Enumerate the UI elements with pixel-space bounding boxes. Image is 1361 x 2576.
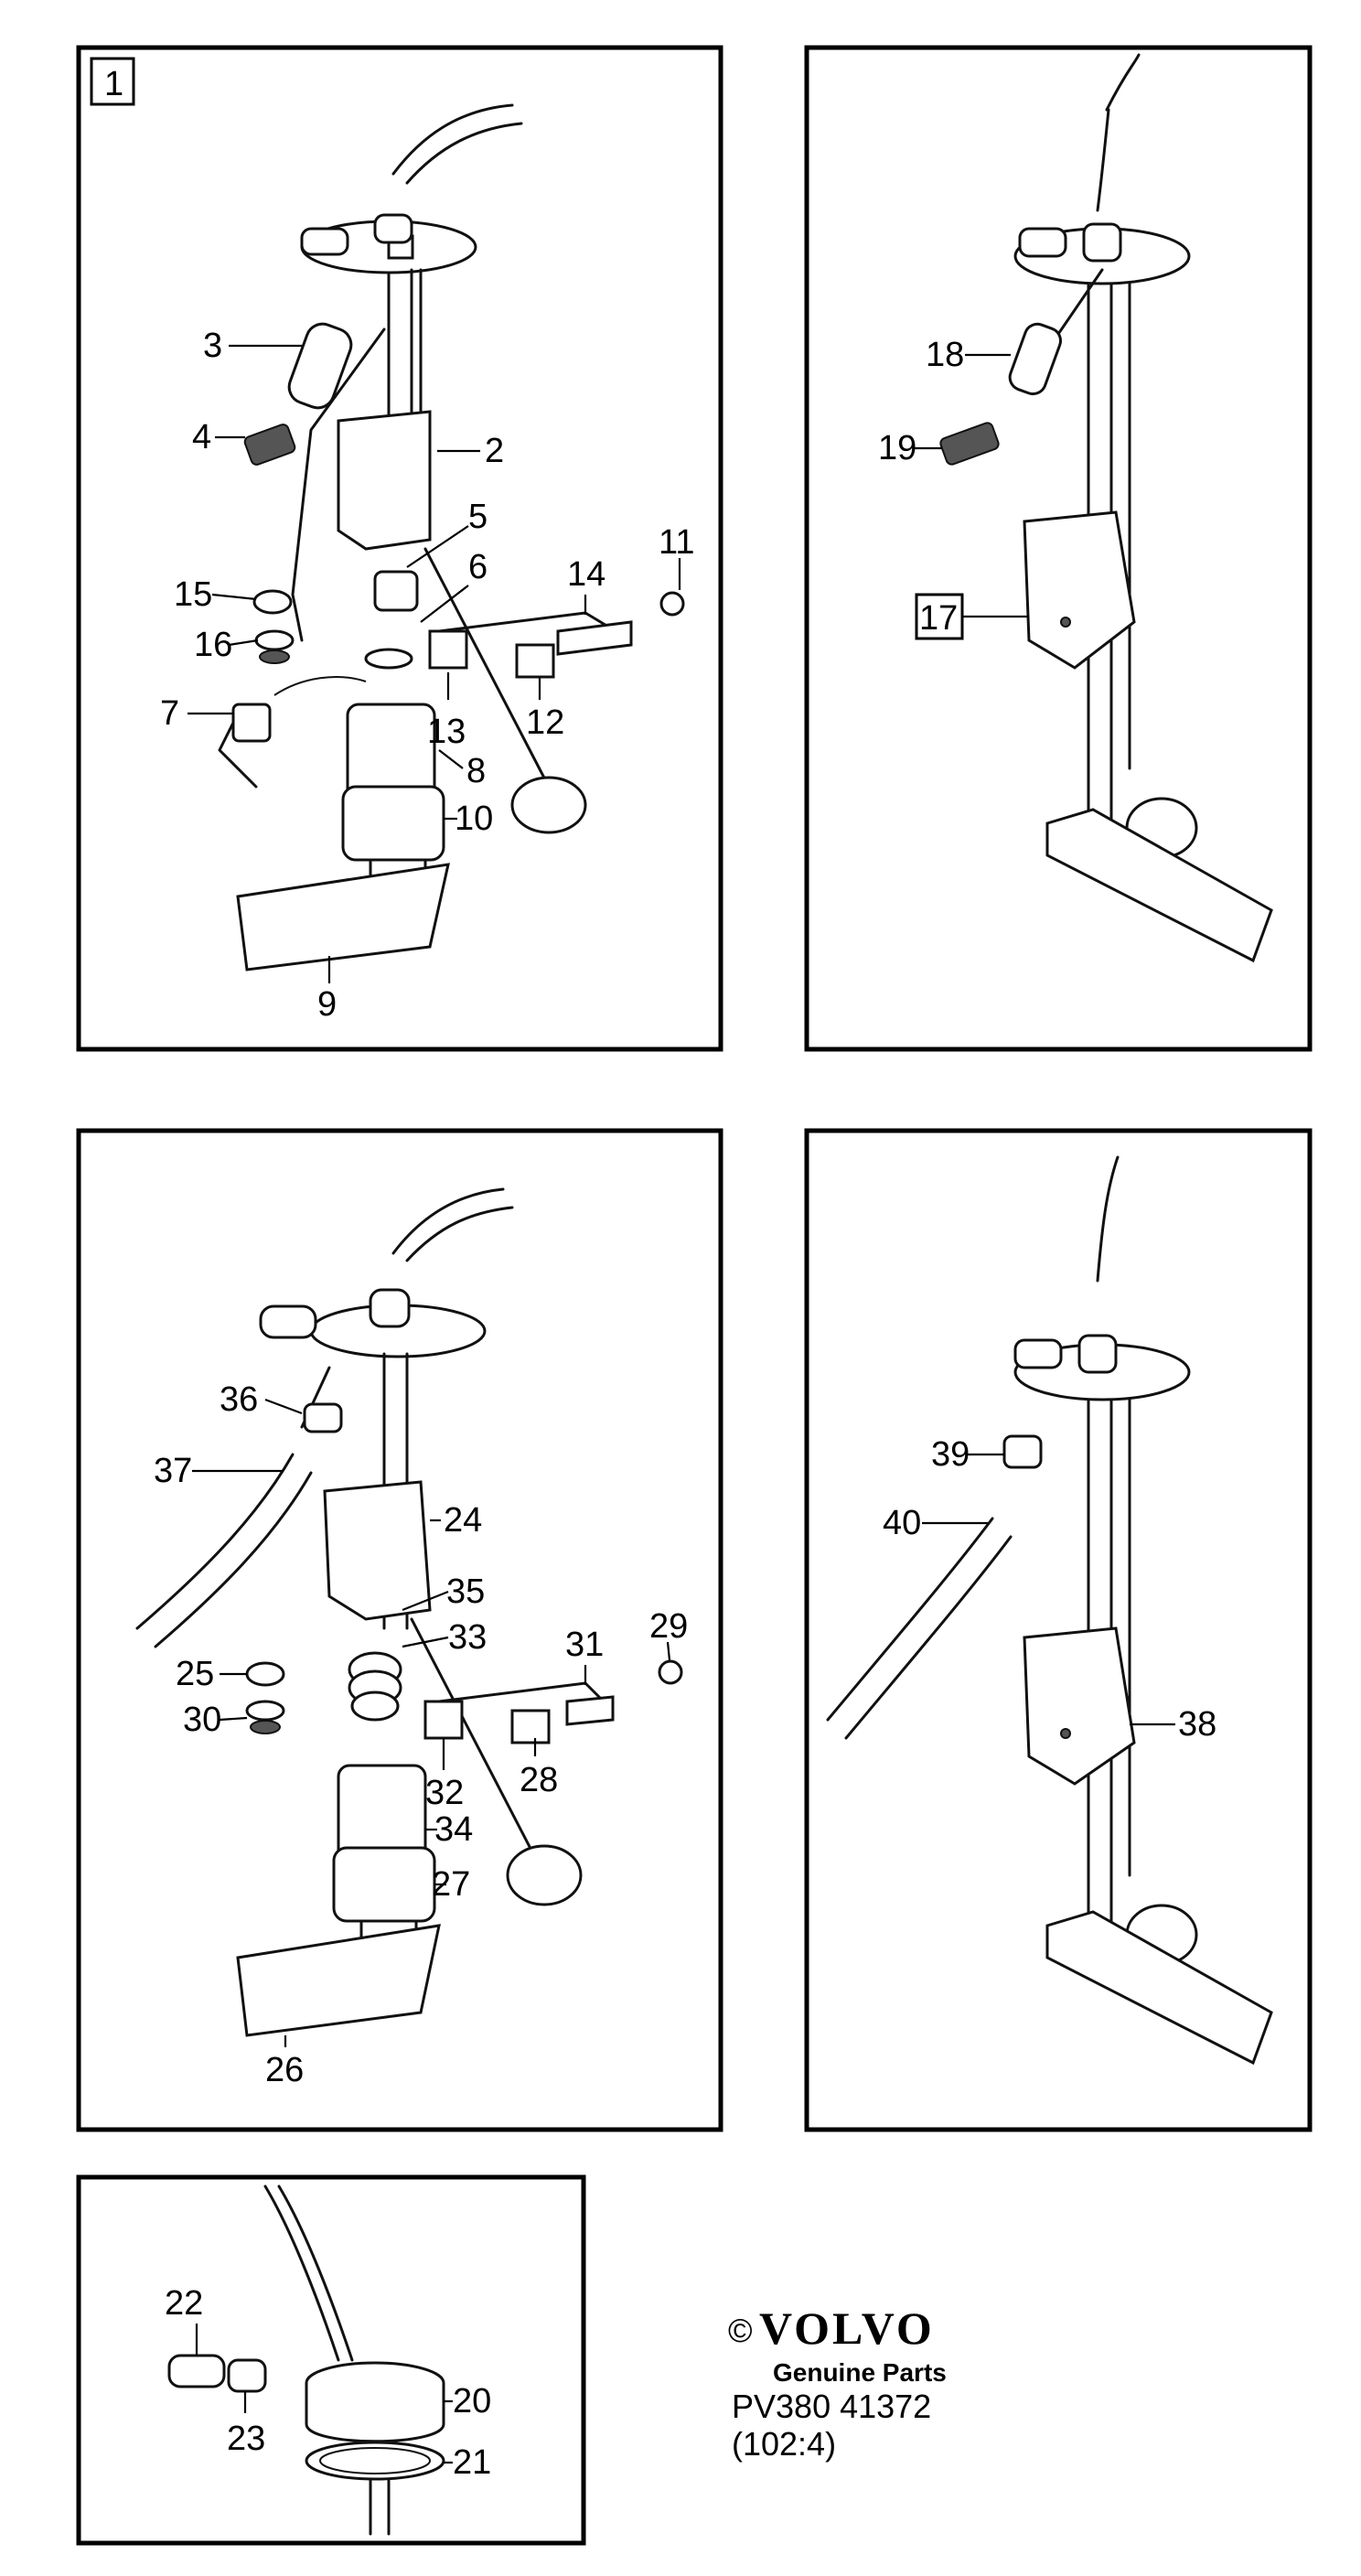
callout-29: 29 <box>649 1607 688 1646</box>
part-code: PV380 41372 <box>732 2388 931 2425</box>
callout-38: 38 <box>1178 1705 1216 1744</box>
panel-1: 1 <box>76 45 723 1052</box>
callout-12: 12 <box>526 703 564 742</box>
panel-4-frame <box>804 1128 1313 2132</box>
panel-3-frame <box>76 1128 723 2132</box>
callout-30: 30 <box>183 1701 221 1739</box>
callout-34: 34 <box>434 1810 473 1849</box>
callout-37: 37 <box>154 1452 192 1490</box>
callout-10: 10 <box>455 800 493 838</box>
callout-40: 40 <box>883 1504 921 1542</box>
callout-18: 18 <box>926 336 964 374</box>
callouts-panel-4: 38 39 40 <box>883 1435 1216 1744</box>
callout-22: 22 <box>165 2284 203 2323</box>
callout-24: 24 <box>444 1501 482 1540</box>
callout-32: 32 <box>425 1774 464 1812</box>
callouts-panel-2: 17 18 19 <box>878 336 1029 640</box>
callout-20: 20 <box>453 2382 491 2420</box>
genuine-parts-label: Genuine Parts <box>773 2358 947 2387</box>
callout-36: 36 <box>220 1380 258 1419</box>
callout-31: 31 <box>565 1626 604 1664</box>
fuel-pump-assembly-drawing <box>218 103 685 971</box>
callout-15: 15 <box>174 575 212 614</box>
callouts-panel-3: 24 25 26 27 28 29 30 31 32 33 34 35 36 <box>154 1380 688 2089</box>
callout-27: 27 <box>432 1865 470 1904</box>
volvo-footer: © VOLVO Genuine Parts PV380 41372 (102:4… <box>728 2302 947 2463</box>
panel-1-frame <box>76 45 723 1052</box>
panel-4: 38 39 40 <box>804 1128 1313 2132</box>
grommet-connector-drawing <box>167 2184 445 2536</box>
callout-6: 6 <box>468 548 488 586</box>
callout-17-box <box>915 593 964 640</box>
panel-2: 17 18 19 <box>804 45 1313 1052</box>
panel-5: 20 21 22 23 <box>76 2174 586 2546</box>
callout-11: 11 <box>659 523 694 562</box>
panel-2-frame <box>804 45 1313 1052</box>
callouts-panel-5: 20 21 22 23 <box>165 2284 491 2482</box>
sender-unit-variant-drawing <box>826 1155 1273 2066</box>
callout-4: 4 <box>192 418 211 456</box>
panel-5-frame <box>76 2174 586 2546</box>
callout-33: 33 <box>448 1618 487 1657</box>
callout-3: 3 <box>203 327 222 365</box>
callout-17: 17 <box>919 599 958 638</box>
callout-16: 16 <box>194 626 232 664</box>
callout-26: 26 <box>265 2051 304 2089</box>
callout-7: 7 <box>160 694 179 733</box>
callout-13: 13 <box>427 713 466 751</box>
panel-number-box <box>90 57 135 106</box>
callout-9: 9 <box>317 985 337 1024</box>
callout-5: 5 <box>468 498 488 536</box>
panel-3: 24 25 26 27 28 29 30 31 32 33 34 35 36 <box>76 1128 723 2132</box>
reference-code: (102:4) <box>732 2425 836 2463</box>
callout-39: 39 <box>931 1435 970 1474</box>
fuel-pump-assembly-variant-drawing <box>135 1187 683 2037</box>
copyright-symbol: © <box>728 2312 753 2349</box>
callout-23: 23 <box>227 2420 265 2458</box>
sender-unit-drawing <box>939 53 1273 963</box>
callouts-panel-1: 2 3 4 5 6 7 8 9 10 11 12 13 14 <box>160 327 694 1024</box>
callout-14: 14 <box>567 555 605 594</box>
brand-logo: VOLVO <box>759 2302 935 2354</box>
callout-21: 21 <box>453 2443 491 2482</box>
panel-number: 1 <box>104 65 123 103</box>
callout-19: 19 <box>878 429 916 467</box>
callout-2: 2 <box>485 432 504 470</box>
callout-28: 28 <box>520 1761 558 1799</box>
callout-25: 25 <box>176 1655 214 1693</box>
callout-8: 8 <box>466 752 486 790</box>
callout-35: 35 <box>446 1572 485 1611</box>
